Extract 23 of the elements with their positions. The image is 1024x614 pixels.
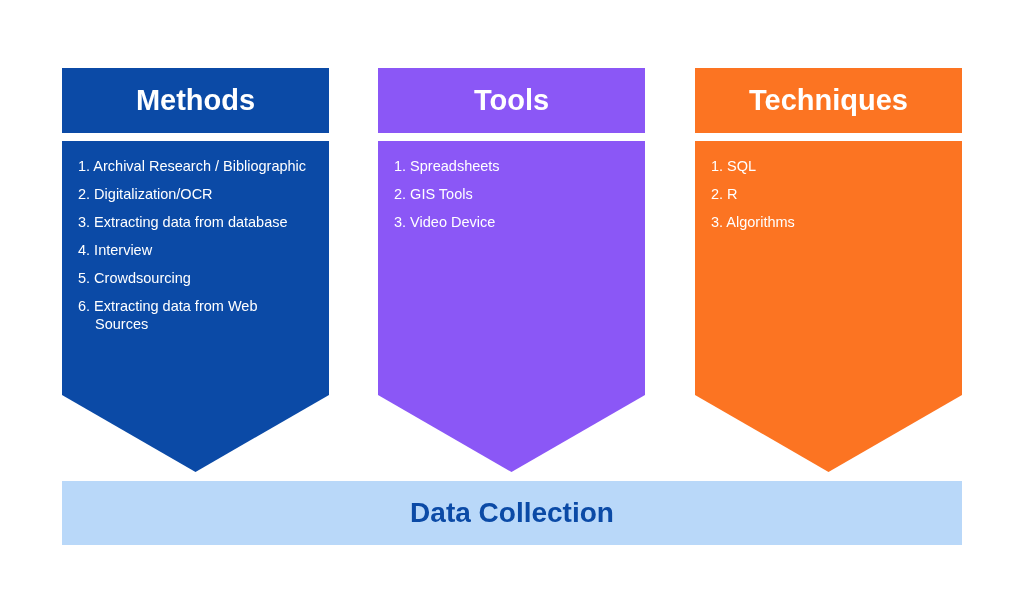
chevron-panel — [62, 141, 329, 472]
column-heading: Techniques — [749, 84, 908, 117]
list-item: 4. Interview — [78, 241, 154, 259]
header-box — [695, 68, 962, 133]
list-item: 1. Archival Research / Bibliographic — [78, 157, 308, 175]
chevron-panel — [695, 141, 962, 472]
list-item: 1. SQL — [711, 157, 758, 175]
list-item: 2. GIS Tools — [394, 185, 474, 203]
list-item: 2. Digitalization/OCR — [78, 185, 214, 203]
header-box — [62, 68, 329, 133]
list-item: 1. Spreadsheets — [394, 157, 501, 175]
list-item: 6. Extracting data from Web Sources — [78, 297, 259, 333]
column-heading: Tools — [473, 84, 550, 117]
bar-label: Data Collection — [410, 497, 614, 529]
header-box — [378, 68, 645, 133]
list-item: 2. R — [711, 185, 739, 203]
chevron-panel — [378, 141, 645, 472]
base-bar — [62, 481, 962, 545]
list-item: 3. Extracting data from database — [78, 213, 289, 231]
list-item: 5. Crowdsourcing — [78, 269, 192, 287]
list-item: 3. Algorithms — [711, 213, 796, 231]
column-heading: Methods — [135, 84, 256, 117]
list-item: 3. Video Device — [394, 213, 497, 231]
